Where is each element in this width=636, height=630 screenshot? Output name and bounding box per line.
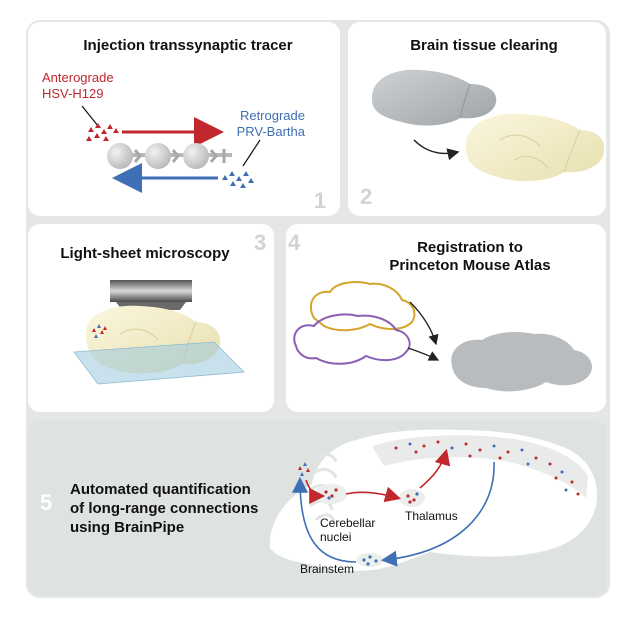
panel-1-title: Injection transsynaptic tracer xyxy=(83,37,292,54)
retrograde-tracer-particles xyxy=(222,171,254,188)
panel-5-title-line-1: Automated quantification xyxy=(70,481,251,498)
panel-5-title-line-2: of long-range connections xyxy=(70,500,258,517)
cortex-region xyxy=(372,435,588,498)
panel-microscopy: Light-sheet microscopy 3 xyxy=(28,224,274,412)
retrograde-pointer xyxy=(242,139,261,167)
panel-quantification: 5 Automated quantification of long-range… xyxy=(28,420,606,596)
label-brainstem: Brainstem xyxy=(300,562,354,576)
neuron-chain xyxy=(107,143,232,169)
cerebellar-nuclei-region xyxy=(315,484,347,504)
pathway-brainstem-to-injection xyxy=(292,476,357,563)
panel-5-number: 5 xyxy=(40,490,52,515)
pathway-cortex-to-brainstem xyxy=(380,461,495,567)
thalamus-region xyxy=(399,489,425,507)
uncleared-brain xyxy=(371,69,497,126)
cleared-brain xyxy=(465,113,605,182)
injection-site xyxy=(298,462,310,476)
panel-2-number: 2 xyxy=(360,184,372,209)
clearing-arrow xyxy=(413,139,460,161)
light-sheet xyxy=(73,341,245,385)
objective-lens xyxy=(110,280,192,302)
pathway-cerebellar-to-thalamus xyxy=(345,486,402,503)
panel-3-title: Light-sheet microscopy xyxy=(60,245,230,262)
label-cerebellar-nuclei-line-1: Cerebellar xyxy=(320,516,375,530)
anterograde-tracer-particles xyxy=(86,123,119,141)
retrograde-label: Retrograde xyxy=(240,108,305,123)
panel-4-title-line-2: Princeton Mouse Atlas xyxy=(389,257,550,274)
panel-registration: 4 Registration to Princeton Mouse Atlas xyxy=(286,224,606,412)
panel-4-title-line-1: Registration to xyxy=(417,239,523,256)
panel-4-number: 4 xyxy=(288,230,301,255)
atlas-outline-purple xyxy=(293,313,411,365)
labeled-neuron-dots xyxy=(324,440,580,566)
anterograde-virus-label: HSV-H129 xyxy=(42,86,103,101)
brainstem-region xyxy=(356,553,384,567)
anterograde-label: Anterograde xyxy=(42,70,114,85)
label-cerebellar-nuclei-line-2: nuclei xyxy=(320,530,351,544)
labeled-cells xyxy=(92,324,107,338)
atlas-brain xyxy=(451,332,593,392)
panel-1-number: 1 xyxy=(314,188,326,213)
sagittal-brain xyxy=(269,429,597,571)
retrograde-virus-label: PRV-Bartha xyxy=(237,124,306,139)
panel-clearing: Brain tissue clearing 2 xyxy=(348,22,606,216)
panel-3-number: 3 xyxy=(254,230,266,255)
pathway-thalamus-to-cortex xyxy=(419,448,451,489)
panel-5-title-line-3: using BrainPipe xyxy=(70,519,184,536)
atlas-outline-gold xyxy=(309,281,416,332)
label-thalamus: Thalamus xyxy=(405,509,458,523)
panel-injection: Injection transsynaptic tracer Anterogra… xyxy=(28,22,340,216)
registration-arrow-bottom xyxy=(407,347,440,361)
anterograde-pointer xyxy=(81,105,99,127)
panel-2-title: Brain tissue clearing xyxy=(410,37,558,54)
registration-arrow-top xyxy=(409,301,439,346)
